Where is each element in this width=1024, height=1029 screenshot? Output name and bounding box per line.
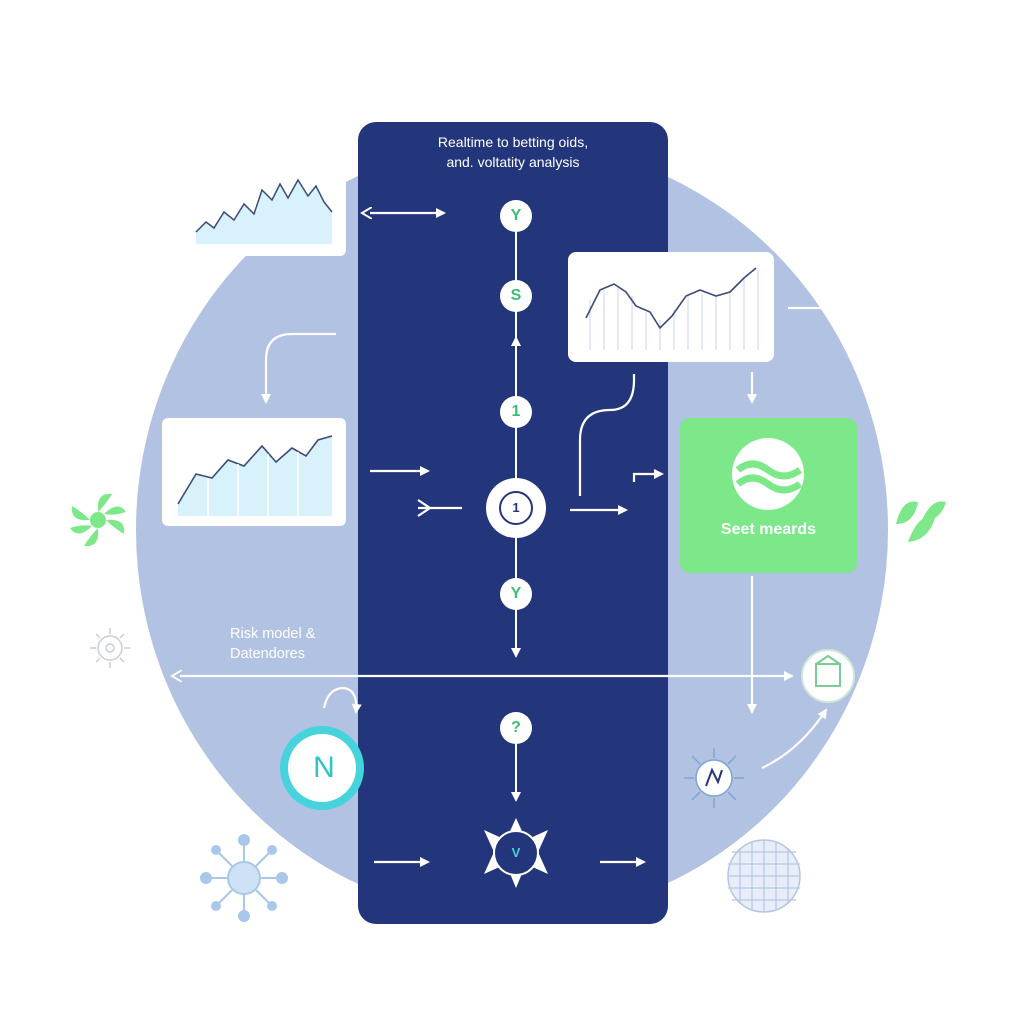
node-3-label: 1 [511,403,521,420]
gear-icon [90,628,130,668]
pinwheel-icon [70,493,126,547]
store-icon [801,649,855,703]
flow-arrows [180,213,838,867]
chart-card-right [568,252,774,362]
node-1-label: Y [510,207,522,224]
n-node [280,726,364,810]
panel-title: Realtime to betting oids, and. voltatity… [358,132,668,172]
side-node-label: N [313,751,335,784]
network-icon [684,748,744,808]
cta-card[interactable] [680,418,857,573]
risk-label-line1: Risk model & [230,626,316,642]
risk-label-line2: Datendores [230,646,305,662]
compass-icon [484,818,548,888]
panel-title-line2: and. voltatity analysis [446,154,580,170]
chart-card-mid-left [162,418,346,526]
brand-logo-icon [732,438,804,510]
leaf-icon [896,501,946,542]
grid-sphere-icon [727,839,801,913]
panel-title-line1: Realtime to betting oids, [437,134,589,150]
flow-nodes [486,200,546,744]
hub-node-label: 1 [512,500,520,515]
chart-card-top-left [180,164,346,256]
node-2-label: S [510,287,522,304]
risk-model-label: Risk model & Datendores [230,624,370,664]
node-4-label: Y [510,585,522,602]
cta-label[interactable]: Seet meards [720,521,817,538]
molecule-icon [200,834,288,922]
compass-node-label: V [511,845,521,860]
node-5-label: ? [511,719,521,736]
